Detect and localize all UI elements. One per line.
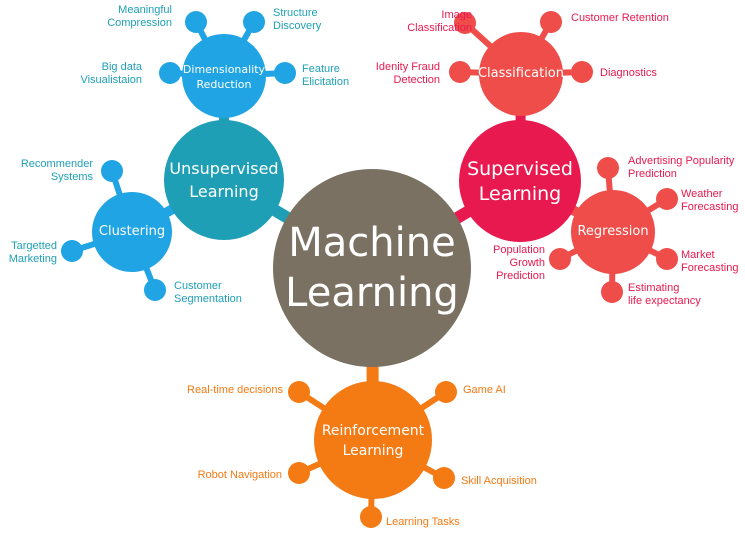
dot-dimensionality-leaf-2 [159, 62, 181, 84]
regression-node-circle [571, 190, 655, 274]
dot-clustering-leaf-2 [144, 279, 166, 301]
unsupervised-node-label: Unsupervised Learning [169, 159, 279, 201]
classification-node-circle [479, 32, 563, 116]
leaf-feature-elicitation: Feature Elicitation [302, 63, 350, 88]
leaf-advertising-popularity: Advertising Popularity Prediction [628, 155, 735, 180]
center-node-label: Machine Learning [285, 220, 459, 316]
leaf-weather-forecasting: Weather Forecasting [681, 188, 739, 213]
supervised-node-label: Supervised Learning [467, 158, 573, 205]
clustering-node-circle [92, 192, 172, 272]
center-node-circle [273, 169, 471, 367]
leaf-skill-acquisition: Skill Acquisition [461, 475, 537, 487]
dot-clustering-leaf-0 [101, 160, 123, 182]
leaf-recommender-systems: Recommender Systems [20, 158, 93, 183]
dot-reinforcement-leaf-4 [360, 506, 382, 528]
leaf-customer-segmentation: Customer Segmentation [174, 280, 242, 305]
leaf-structure-discovery: Structure Discovery [273, 7, 322, 32]
leaf-customer-retention: Customer Retention [571, 12, 669, 24]
dimensionality-node-circle [182, 34, 266, 118]
unsupervised-node-circle [164, 120, 284, 240]
dot-dimensionality-leaf-1 [243, 11, 265, 33]
dot-reinforcement-leaf-0 [288, 381, 310, 403]
leaf-robot-navigation: Robot Navigation [197, 469, 282, 481]
dot-reinforcement-leaf-2 [288, 462, 310, 484]
leaf-image-classification: Image Classification [407, 9, 472, 34]
reinforcement-node-circle [314, 381, 432, 499]
regression-node-label: Regression [577, 224, 649, 239]
leaf-population-growth: Population Growth Prediction [493, 244, 545, 282]
leaf-big-data-visualisation: Big data Visualistaion [80, 61, 142, 86]
dot-regression-leaf-2 [656, 248, 678, 270]
leaf-identity-fraud-detection: Idenity Fraud Detection [375, 61, 440, 86]
leaf-estimating-life-expectancy: Estimating life expectancy [628, 282, 701, 307]
leaf-targetted-marketing: Targetted Marketing [8, 240, 57, 265]
classification-node-label: Classification [477, 66, 565, 81]
leaf-game-ai: Game AI [463, 384, 506, 396]
leaf-learning-tasks: Learning Tasks [386, 516, 460, 528]
leaf-meaningful-compression: Meaningful Compression [107, 4, 172, 29]
dot-classification-leaf-3 [571, 61, 593, 83]
leaf-real-time-decisions: Real-time decisions [187, 384, 283, 396]
dot-regression-leaf-4 [549, 248, 571, 270]
dot-regression-leaf-1 [656, 188, 678, 210]
leaf-diagnostics: Diagnostics [600, 67, 657, 79]
dot-classification-leaf-2 [449, 61, 471, 83]
dimensionality-node-label: Dimensionality Reduction [182, 63, 266, 91]
dot-dimensionality-leaf-3 [274, 62, 296, 84]
dot-regression-leaf-3 [601, 281, 623, 303]
dot-reinforcement-leaf-3 [433, 467, 455, 489]
dot-classification-leaf-0 [454, 12, 476, 34]
dot-classification-leaf-1 [540, 11, 562, 33]
leaf-market-forecasting: Market Forecasting [681, 249, 739, 274]
supervised-node-circle [459, 120, 581, 242]
dot-regression-leaf-0 [597, 157, 619, 179]
clustering-node-label: Clustering [98, 224, 166, 239]
dot-reinforcement-leaf-1 [435, 381, 457, 403]
dot-clustering-leaf-1 [61, 240, 83, 262]
reinforcement-node-label: Reinforcement Learning [321, 423, 425, 459]
dot-dimensionality-leaf-0 [185, 11, 207, 33]
